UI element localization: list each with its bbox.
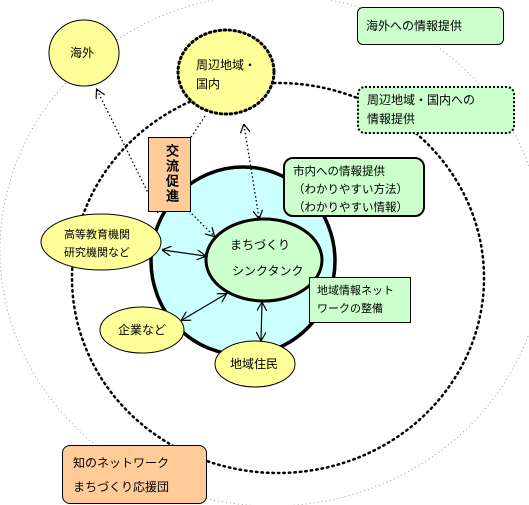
residents-node-shape [214,340,296,388]
arrow-residents-core [261,303,262,340]
city-boundary-circle [70,81,486,475]
company-node-label: 企業など [118,323,167,337]
core-node-shape [204,217,324,303]
university-node-shape [40,213,162,271]
regional-network-box: 地域情報ネット ワークの整備 [309,277,411,323]
core-node-label-line2: シンクタンク [232,264,304,278]
arrow-to-overseas [97,90,159,214]
surrounding-node-shape [176,28,276,116]
company-node-shape [99,306,185,354]
city-info-box: 市内への情報提供 （わかりやすい方法） （わかりやすい情報） [283,157,425,217]
university-node-label: 高等教育機関 研究機関など [64,228,130,259]
arrow-company-core [182,294,226,320]
surrounding-node-label: 周辺地域・ 国内 [196,58,257,91]
knowledge-network-box: 知のネットワーク まちづくり応援団 [62,445,207,504]
residents-node-label: 地域住民 [230,357,279,371]
overseas-node-shape [48,19,120,87]
overseas-node-label: 海外 [70,46,95,60]
domestic-info-box: 周辺地域・国内への 情報提供 [357,86,515,134]
arrow-exchange-to-core [188,210,214,236]
exchange-promotion-box: 交流促進 [148,137,191,212]
core-node-label-line1: まちづくり [230,238,291,252]
arrow-university-core [163,250,205,256]
overseas-info-box: 海外への情報提供 [357,7,504,45]
